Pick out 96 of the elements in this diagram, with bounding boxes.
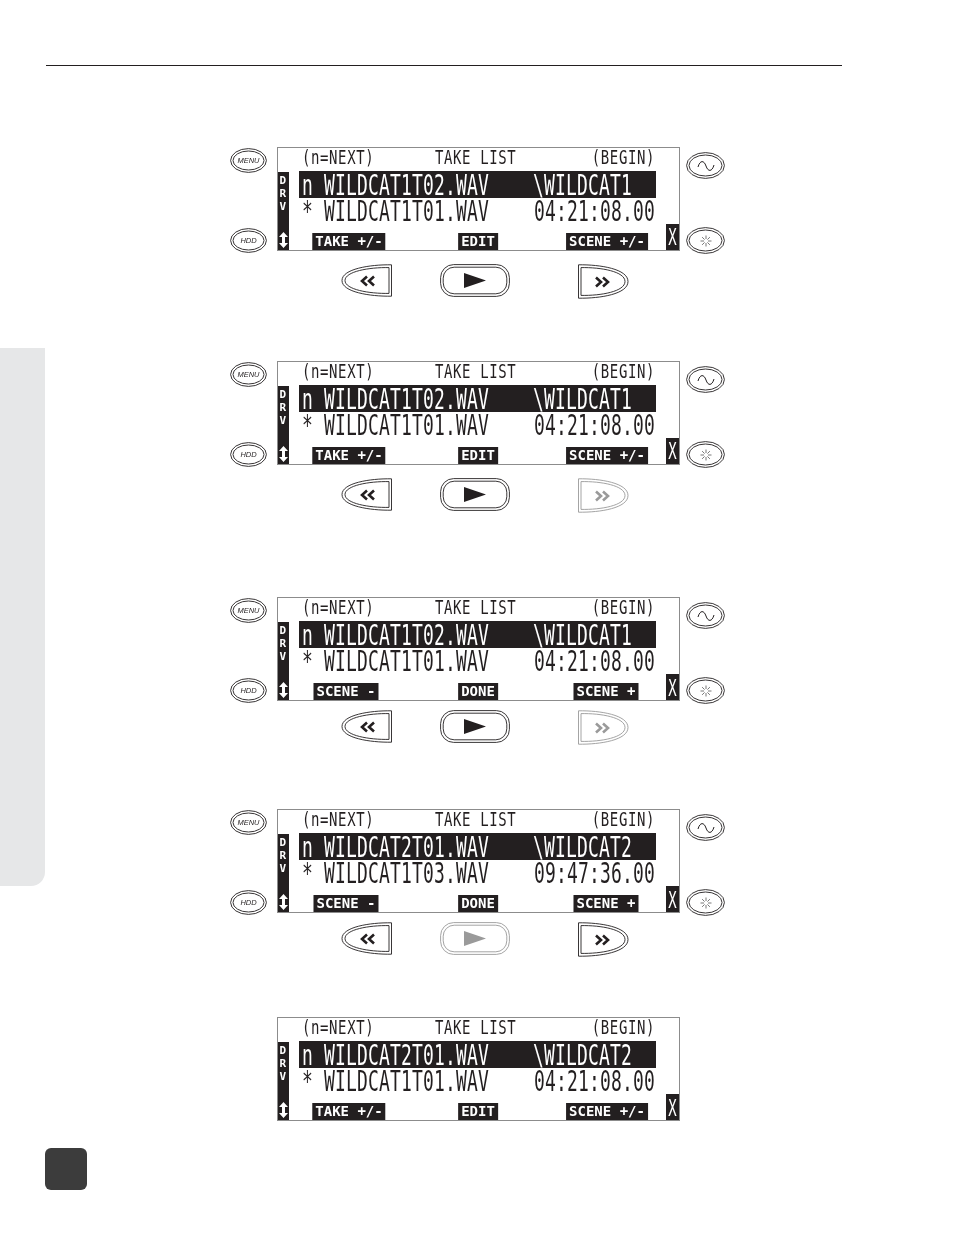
drive-label: DRV: [279, 388, 287, 427]
drive-label: DRV: [279, 624, 287, 663]
drive-indicator: [278, 622, 289, 700]
highlighted-row: [299, 385, 656, 412]
drive-indicator: [278, 1042, 289, 1120]
softkey-label: X: [666, 1094, 679, 1120]
file-name: * WILDCAT1T01.WAV: [302, 410, 490, 440]
hardware-button: [686, 152, 725, 179]
file-name: n WILDCAT1T02.WAV: [302, 384, 490, 413]
transport-button: [440, 478, 510, 511]
hardware-button: [686, 366, 725, 393]
timecode: 04:21:08.00: [533, 196, 655, 226]
softkey-label: SCENE +/-: [566, 1103, 648, 1120]
lcd-screen: [277, 809, 680, 913]
softkey-label: SCENE +: [573, 683, 639, 700]
transport-button: [440, 264, 510, 297]
highlighted-row: [299, 621, 656, 648]
position-hint: (BEGIN): [591, 597, 655, 617]
hardware-button: [686, 814, 725, 841]
softkey-label: SCENE -: [313, 683, 379, 700]
softkey-label: TAKE +/-: [312, 1103, 386, 1120]
lcd-screen: [277, 147, 680, 251]
hardware-button: [686, 441, 725, 468]
softkey-label: DONE: [458, 895, 498, 912]
file-name: * WILDCAT1T01.WAV: [302, 1066, 490, 1096]
transport-button: [577, 922, 629, 957]
lcd-screen: [277, 361, 680, 465]
transport-button: [577, 710, 629, 745]
softkey-label: TAKE +/-: [312, 447, 386, 464]
drive-label: DRV: [279, 1044, 287, 1083]
timecode: 04:21:08.00: [533, 1066, 655, 1096]
mode-hint: (n=NEXT): [302, 147, 375, 167]
transport-button: [341, 710, 393, 743]
mode-hint: (n=NEXT): [302, 597, 375, 617]
file-name: * WILDCAT1T01.WAV: [302, 196, 490, 226]
softkey-label: SCENE +: [573, 895, 639, 912]
softkey-label: EDIT: [458, 233, 498, 250]
folder-name: \WILDCAT1: [533, 170, 633, 199]
screen-title: TAKE LIST: [435, 597, 517, 617]
hardware-button: [686, 677, 725, 704]
drive-indicator: [278, 386, 289, 464]
transport-button: [577, 478, 629, 513]
timecode: 04:21:08.00: [533, 410, 655, 440]
highlighted-row: [299, 171, 656, 198]
hardware-button: [686, 227, 725, 254]
highlighted-row: [299, 1041, 656, 1068]
file-name: n WILDCAT1T02.WAV: [302, 620, 490, 649]
softkey-label: X: [666, 438, 679, 464]
highlighted-row: [299, 833, 656, 860]
folder-name: \WILDCAT1: [533, 384, 633, 413]
softkey-label: TAKE +/-: [312, 233, 386, 250]
timecode: 04:21:08.00: [533, 646, 655, 676]
transport-button: [440, 710, 510, 743]
file-name: * WILDCAT1T01.WAV: [302, 646, 490, 676]
mode-hint: (n=NEXT): [302, 361, 375, 381]
hardware-button: [686, 889, 725, 916]
mode-hint: (n=NEXT): [302, 1017, 375, 1037]
folder-name: \WILDCAT1: [533, 620, 633, 649]
softkey-label: X: [666, 886, 679, 912]
screen-title: TAKE LIST: [435, 361, 517, 381]
transport-button: [341, 478, 393, 511]
folder-name: \WILDCAT2: [533, 832, 633, 861]
lcd-screen: [277, 1017, 680, 1121]
screen-title: TAKE LIST: [435, 1017, 517, 1037]
position-hint: (BEGIN): [591, 809, 655, 829]
lcd-screen: [277, 597, 680, 701]
position-hint: (BEGIN): [591, 1017, 655, 1037]
drive-indicator: [278, 834, 289, 912]
softkey-label: X: [666, 224, 679, 250]
softkey-label: X: [666, 674, 679, 700]
drive-label: DRV: [279, 174, 287, 213]
file-name: n WILDCAT2T01.WAV: [302, 1040, 490, 1069]
softkey-label: EDIT: [458, 447, 498, 464]
position-hint: (BEGIN): [591, 361, 655, 381]
screen-title: TAKE LIST: [435, 147, 517, 167]
position-hint: (BEGIN): [591, 147, 655, 167]
screen-title: TAKE LIST: [435, 809, 517, 829]
transport-button: [341, 922, 393, 955]
file-name: n WILDCAT1T02.WAV: [302, 170, 490, 199]
transport-button: [577, 264, 629, 299]
mode-hint: (n=NEXT): [302, 809, 375, 829]
hardware-button: [686, 602, 725, 629]
drive-label: DRV: [279, 836, 287, 875]
softkey-label: SCENE -: [313, 895, 379, 912]
softkey-label: SCENE +/-: [566, 233, 648, 250]
transport-button: [341, 264, 393, 297]
file-name: n WILDCAT2T01.WAV: [302, 832, 490, 861]
file-name: * WILDCAT1T03.WAV: [302, 858, 490, 888]
drive-indicator: [278, 172, 289, 250]
timecode: 09:47:36.00: [533, 858, 655, 888]
folder-name: \WILDCAT2: [533, 1040, 633, 1069]
transport-button: [440, 922, 510, 955]
softkey-label: SCENE +/-: [566, 447, 648, 464]
softkey-label: EDIT: [458, 1103, 498, 1120]
softkey-label: DONE: [458, 683, 498, 700]
side-tab: [0, 348, 45, 886]
